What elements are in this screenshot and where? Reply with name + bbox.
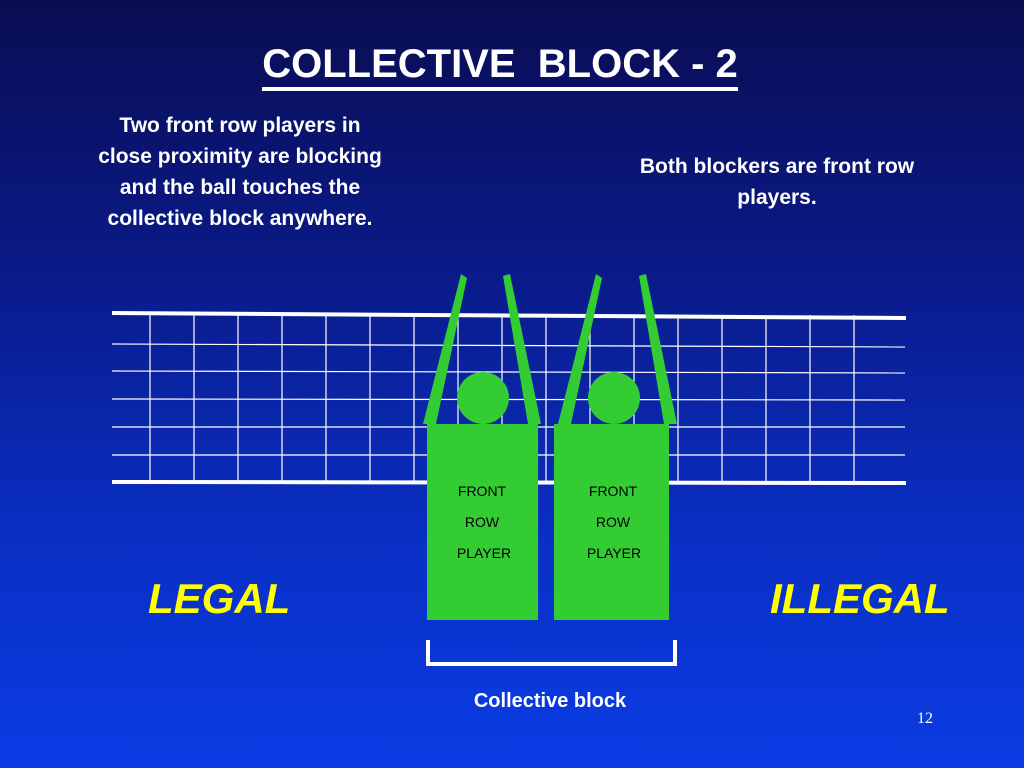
blocker-left-head [457,372,509,424]
blocker-right-label-line2: ROW [596,514,631,530]
blocker-right-head [588,372,640,424]
page-number: 12 [917,710,933,727]
blocker-right-body [554,424,669,620]
net-line [111,370,906,374]
blocker-right-arm [639,274,677,424]
blocker-left [423,274,541,620]
illegal-label: ILLEGAL [770,575,950,622]
blocker-right-arm [558,274,602,424]
blocker-left-arm [423,274,467,424]
net-top-band [111,311,907,320]
blocker-left-arm [503,274,541,424]
slide-title-text: COLLECTIVE BLOCK - 2 [262,42,738,91]
slide-title: COLLECTIVE BLOCK - 2 [0,40,1000,91]
legal-label: LEGAL [148,575,291,622]
left-description: Two front row players in close proximity… [98,114,382,230]
blocker-left-label-line1: FRONT [458,483,507,499]
blocker-right [554,274,677,620]
blocker-right-label-line1: FRONT [589,483,638,499]
blocker-left-label-line2: ROW [465,514,500,530]
blocker-left-body [427,424,538,620]
collective-block-bracket [426,640,677,666]
blocker-right-label-line3: PLAYER [587,545,641,561]
right-description: Both blockers are front row players. [639,155,915,209]
net-line [111,343,906,348]
collective-block-label: Collective block [473,690,627,712]
blocker-left-label-line3: PLAYER [457,545,511,561]
